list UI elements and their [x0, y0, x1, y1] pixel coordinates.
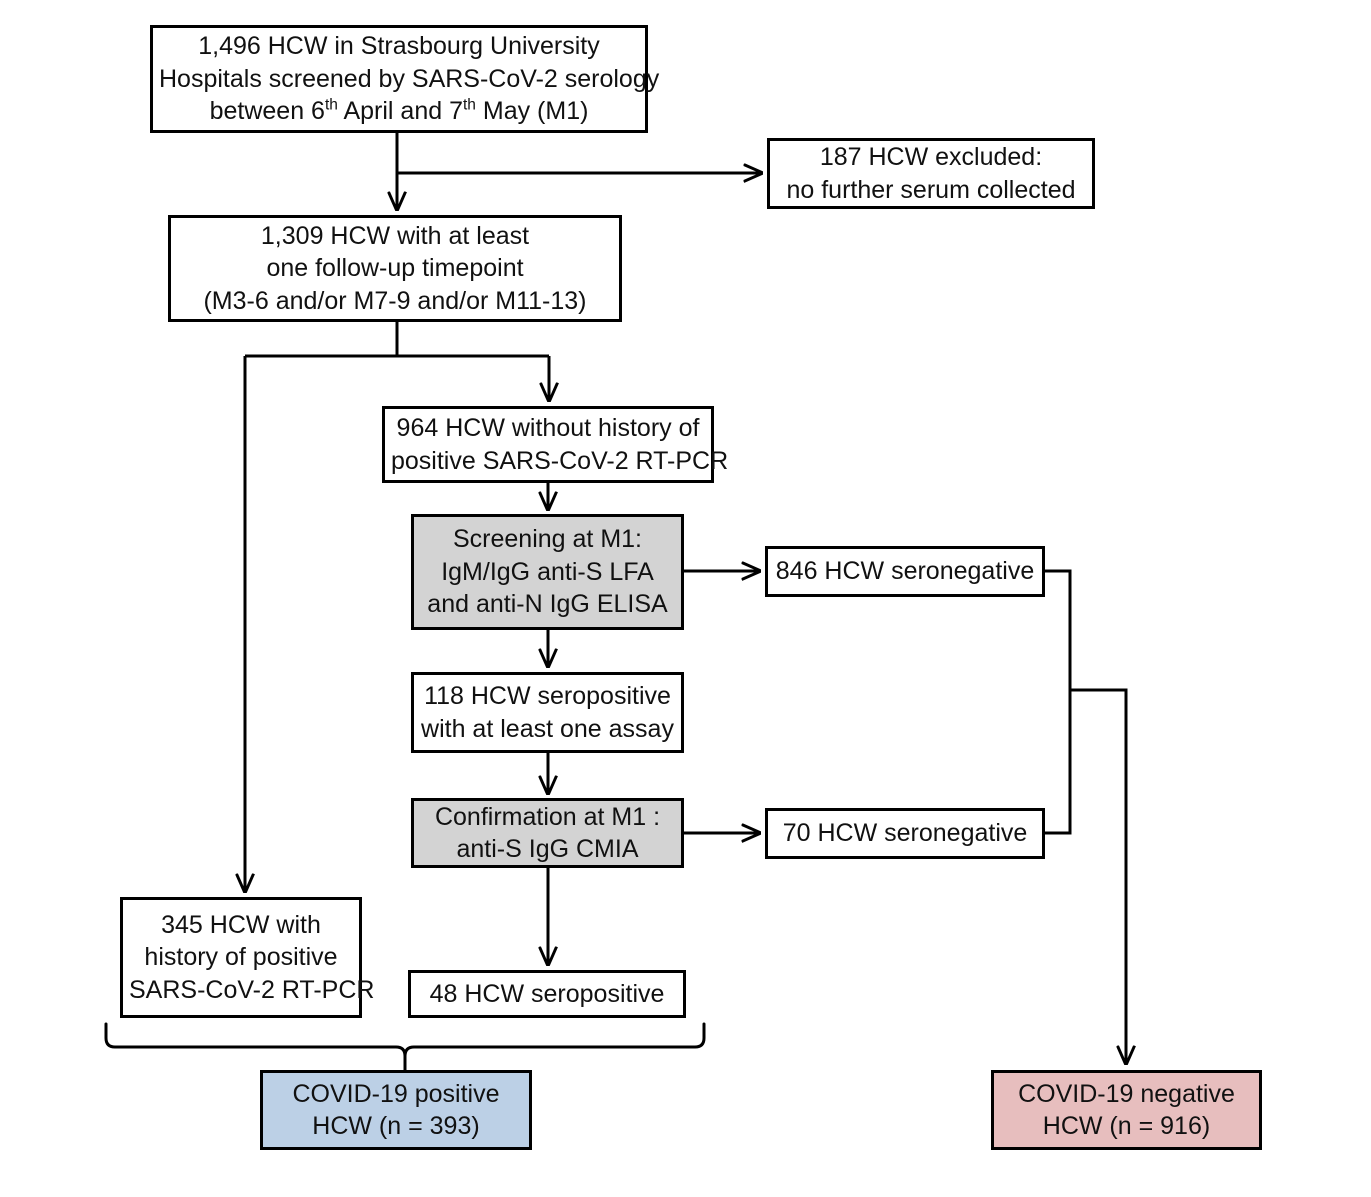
- node-pcr-history-345: 345 HCW with history of positive SARS-Co…: [120, 897, 375, 1018]
- excluded-line-2: no further serum collected: [786, 175, 1076, 204]
- node-seropositive-118: 118 HCW seropositive with at least one a…: [411, 672, 684, 753]
- screening-line-1: Screening at M1:: [453, 525, 642, 554]
- brace-positive: [104, 1022, 706, 1058]
- seropos48-line-1: 48 HCW seropositive: [429, 979, 665, 1008]
- nohistory-line-2: positive SARS-CoV-2 RT-PCR: [391, 446, 729, 475]
- seropos118-line-1: 118 HCW seropositive: [424, 682, 671, 710]
- confirmation-line-1: Confirmation at M1 :: [434, 802, 661, 831]
- node-covid-positive-outcome: COVID-19 positive HCW (n = 393): [260, 1070, 532, 1150]
- followup-line-2: one follow-up timepoint: [266, 254, 524, 283]
- edge-merge-to-covid-negative: [1070, 688, 1126, 1064]
- covid-positive-line-2: HCW (n = 393): [312, 1112, 480, 1140]
- node-seropositive-48: 48 HCW seropositive: [408, 970, 686, 1018]
- followup-line-3: (M3-6 and/or M7-9 and/or M11-13): [203, 286, 587, 315]
- confirmation-line-2: anti-S IgG CMIA: [456, 835, 639, 863]
- edge-seroneg70-merge: [1045, 690, 1072, 835]
- nohistory-line-1: 964 HCW without history of: [396, 414, 700, 442]
- screened-line3-c: May (M1): [475, 97, 589, 126]
- screened-line3-a: between 6: [209, 97, 325, 126]
- excluded-line-1: 187 HCW excluded:: [819, 143, 1043, 171]
- covid-negative-line-1: COVID-19 negative: [1018, 1079, 1235, 1108]
- node-excluded: 187 HCW excluded: no further serum colle…: [767, 138, 1095, 209]
- history345-line-3: SARS-CoV-2 RT-PCR: [129, 975, 375, 1004]
- screened-sup-6th: th: [324, 96, 338, 114]
- node-confirmation-at-m1: Confirmation at M1 : anti-S IgG CMIA: [411, 798, 684, 868]
- screened-line3-b: April and 7: [337, 97, 463, 126]
- screened-line-3: between 6th April and 7th May (M1): [159, 95, 639, 128]
- screened-line-1: 1,496 HCW in Strasbourg University: [198, 32, 600, 61]
- covid-negative-line-2: HCW (n = 916): [1042, 1112, 1211, 1140]
- screened-line-2: Hospitals screened by SARS-CoV-2 serolog…: [159, 64, 660, 93]
- seropos118-line-2: with at least one assay: [421, 714, 674, 743]
- node-screened-cohort: 1,496 HCW in Strasbourg University Hospi…: [150, 25, 660, 133]
- edge-seroneg846-merge: [1045, 569, 1072, 690]
- history345-line-1: 345 HCW with: [161, 910, 321, 939]
- node-seronegative-70: 70 HCW seronegative: [765, 808, 1045, 859]
- history345-line-2: history of positive: [144, 943, 338, 972]
- covid-positive-line-1: COVID-19 positive: [292, 1079, 500, 1108]
- node-followup-cohort: 1,309 HCW with at least one follow-up ti…: [168, 215, 622, 322]
- screening-line-2: IgM/IgG anti-S LFA: [441, 557, 654, 586]
- seroneg70-line-1: 70 HCW seronegative: [782, 819, 1028, 848]
- node-no-pcr-history: 964 HCW without history of positive SARS…: [382, 406, 729, 483]
- screening-line-3: and anti-N IgG ELISA: [427, 590, 668, 619]
- followup-line-1: 1,309 HCW with at least: [260, 221, 530, 250]
- node-seronegative-846: 846 HCW seronegative: [765, 546, 1045, 597]
- node-screening-at-m1: Screening at M1: IgM/IgG anti-S LFA and …: [411, 514, 684, 630]
- node-covid-negative-outcome: COVID-19 negative HCW (n = 916): [991, 1070, 1262, 1150]
- seroneg846-line-1: 846 HCW seronegative: [775, 557, 1035, 586]
- screened-sup-7th: th: [462, 96, 476, 114]
